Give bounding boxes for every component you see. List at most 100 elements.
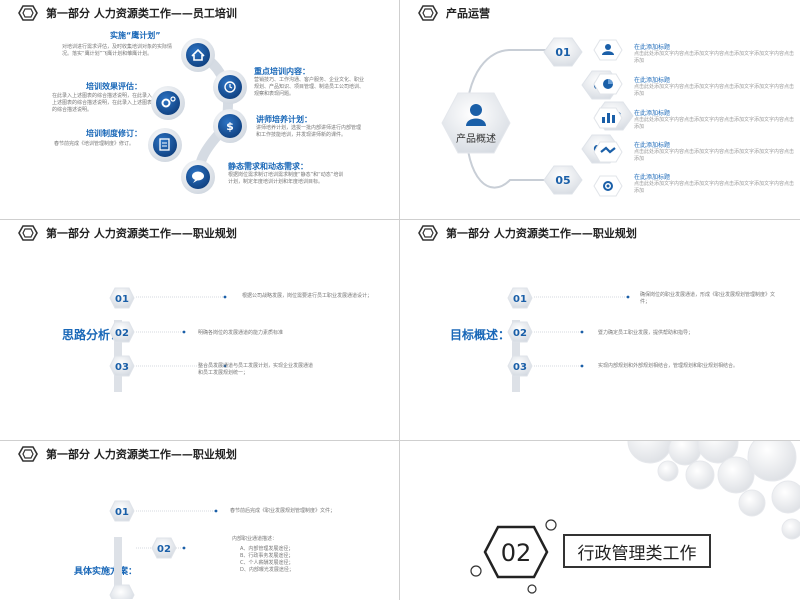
training-label-3: 培训制度修订： xyxy=(86,129,142,138)
training-text-5: 讲师培养计划，选拔一批内部讲师进行内部管理和工作技能培训，并发现讲师新的课件。 xyxy=(256,125,362,138)
people-icon xyxy=(593,39,623,61)
svg-text:01: 01 xyxy=(513,294,527,305)
slide-career-plan[interactable]: 第一部分 人力资源类工作——职业规划 具体实施方案： 01 02 春节前后完成《… xyxy=(0,441,399,600)
hexagon-icon xyxy=(418,5,438,21)
slide-title: 产品运营 xyxy=(418,5,490,21)
slide-training[interactable]: 第一部分 人力资源类工作——员工培训 实施“鹰计划” 对培训进行需求评估，及时收… xyxy=(0,0,399,219)
bar-chart-icon xyxy=(593,107,623,129)
career2-text-1: 确保岗位的职业发展通道，形成《职业发展规划管理制度》文件； xyxy=(640,292,776,305)
hexagon-icon xyxy=(18,5,38,21)
section-title: 行政管理类工作 xyxy=(577,543,697,564)
product-heading-3: 在此添加标题 xyxy=(634,110,671,117)
training-diagram: $ xyxy=(148,38,247,194)
product-heading-2: 在此添加标题 xyxy=(634,77,671,84)
career2-diagram: 01 02 03 xyxy=(507,287,630,392)
hex-03: 03 xyxy=(507,355,533,377)
section-number-hexagon: 02 xyxy=(470,519,557,594)
training-label-2: 培训效果评估： xyxy=(86,82,142,91)
career2-label: 目标概述： xyxy=(450,328,511,342)
hex-02: 02 xyxy=(109,321,135,343)
slide-section-02[interactable]: 02 行政管理类工作 xyxy=(400,441,800,600)
career3-diagram: 01 02 xyxy=(109,500,218,599)
product-icon-column xyxy=(593,39,623,197)
settings-icon xyxy=(593,175,623,197)
career2-text-2: 暨力确定员工职业发展，提供帮助和指导； xyxy=(598,330,694,336)
slide-career-analysis[interactable]: 第一部分 人力资源类工作——职业规划 思路分析： 01 02 03 根据公司战略… xyxy=(0,220,399,440)
hexagon-icon xyxy=(418,225,438,241)
career3-text-2: 内部职业通道描述： xyxy=(232,536,278,542)
training-label-6: 静态需求和动态需求： xyxy=(228,162,308,171)
product-text-2: 点击此处添加文字内容点击添加文字内容点击添加文字添加文字内容点击添加 xyxy=(634,84,795,97)
slide-title: 第一部分 人力资源类工作——职业规划 xyxy=(18,225,237,241)
hex-02: 02 xyxy=(507,321,533,343)
svg-text:02: 02 xyxy=(513,328,527,339)
career1-text-1: 根据公司战略发展，岗位需要进行员工职业发展通道设计； xyxy=(242,293,373,299)
training-text-3: 春节前完成《培训管理制度》修订。 xyxy=(54,141,135,147)
svg-text:02: 02 xyxy=(115,328,129,339)
section-title-box: 行政管理类工作 xyxy=(563,534,711,568)
section-number: 02 xyxy=(501,539,532,567)
sublist-item: D、内部曝光发展途径； xyxy=(240,567,294,573)
product-item-2: 在此添加标题 点击此处添加文字内容点击添加文字内容点击添加文字添加文字内容点击添… xyxy=(634,75,794,98)
svg-text:01: 01 xyxy=(555,46,570,59)
career1-diagram: 01 02 03 xyxy=(109,287,227,392)
training-text-6: 根据岗位需求制订培训需求制度“静态”和“动态”培训计划，制定年度培训计划和年度培… xyxy=(228,172,344,185)
slide-title: 第一部分 人力资源类工作——员工培训 xyxy=(18,5,237,21)
sublist-item: B、行政事务发展途径； xyxy=(240,553,294,559)
product-item-3: 在此添加标题 点击此处添加文字内容点击添加文字内容点击添加文字添加文字内容点击添… xyxy=(634,108,794,131)
career3-text-1: 春节前后完成《职业发展规划管理制度》文件； xyxy=(230,508,336,514)
slide-title: 第一部分 人力资源类工作——职业规划 xyxy=(418,225,637,241)
slide-title: 第一部分 人力资源类工作——职业规划 xyxy=(18,446,237,462)
chat-icon xyxy=(181,160,215,194)
hex-05: 05 xyxy=(543,165,583,195)
product-text-5: 点击此处添加文字内容点击添加文字内容点击添加文字添加文字内容点击添加 xyxy=(634,181,795,194)
career3-sublist: A、内部管理发展途径； B、行政事务发展途径； C、个人薪酬发展途径； D、内部… xyxy=(240,546,360,574)
product-item-4: 在此添加标题 点击此处添加文字内容点击添加文字内容点击添加文字添加文字内容点击添… xyxy=(634,140,794,163)
svg-text:03: 03 xyxy=(115,362,129,373)
career3-label: 具体实施方案： xyxy=(74,567,138,577)
dollar-icon: $ xyxy=(213,109,247,143)
svg-text:01: 01 xyxy=(115,507,129,518)
product-heading-5: 在此添加标题 xyxy=(634,174,671,181)
hexagon-icon xyxy=(18,225,38,241)
product-item-5: 在此添加标题 点击此处添加文字内容点击添加文字内容点击添加文字添加文字内容点击添… xyxy=(634,172,794,195)
sublist-item: A、内部管理发展途径； xyxy=(240,546,294,552)
home-icon xyxy=(181,38,215,72)
training-label-4: 重点培训内容： xyxy=(254,67,310,76)
product-heading-4: 在此添加标题 xyxy=(634,142,671,149)
career1-text-3: 整合员发展通道与员工发展计划，实现企业发展通道和员工发展规划统一； xyxy=(198,363,314,376)
gear-icon xyxy=(151,86,185,120)
svg-text:01: 01 xyxy=(115,294,129,305)
hex-01: 01 xyxy=(543,37,583,67)
slide-product[interactable]: 产品运营 产品概述 01 02 xyxy=(400,0,800,219)
hex-01: 01 xyxy=(109,287,135,309)
product-text-1: 点击此处添加文字内容点击添加文字内容点击添加文字添加文字内容点击添加 xyxy=(634,51,795,64)
hex-02: 02 xyxy=(151,537,177,559)
hex-01: 01 xyxy=(109,500,135,522)
pie-chart-icon xyxy=(593,73,623,95)
sublist-item: C、个人薪酬发展途径； xyxy=(240,560,294,566)
svg-text:05: 05 xyxy=(555,174,570,187)
center-label: 产品概述 xyxy=(456,132,496,145)
career2-text-3: 实现内部规划和外部规划相结合，管理规划和职业规划相结合。 xyxy=(598,363,739,369)
product-heading-1: 在此添加标题 xyxy=(634,44,671,51)
decorative-bubbles xyxy=(627,441,800,540)
svg-text:02: 02 xyxy=(157,544,171,555)
slide-career-goals[interactable]: 第一部分 人力资源类工作——职业规划 目标概述： 01 02 03 确保岗位的职… xyxy=(400,220,800,440)
career1-text-2: 明确各岗位的发展通道的能力素质标准 xyxy=(198,330,284,336)
hexagon-icon xyxy=(18,446,38,462)
career1-label: 思路分析： xyxy=(62,328,123,342)
product-text-4: 点击此处添加文字内容点击添加文字内容点击添加文字添加文字内容点击添加 xyxy=(634,149,795,162)
document-icon xyxy=(148,128,182,162)
center-hexagon xyxy=(441,92,511,154)
svg-text:$: $ xyxy=(226,120,234,133)
svg-text:03: 03 xyxy=(513,362,527,373)
clock-icon xyxy=(213,70,247,104)
training-label-5: 讲师培养计划： xyxy=(256,115,312,124)
hex-03: 03 xyxy=(109,355,135,377)
training-text-1: 对培训进行需求评估，及时收集培训对象的实际情况。落实“鹰计划”飞鹰计划和雏鹰计划… xyxy=(62,44,173,57)
product-item-1: 在此添加标题 点击此处添加文字内容点击添加文字内容点击添加文字添加文字内容点击添… xyxy=(634,42,794,65)
product-text-3: 点击此处添加文字内容点击添加文字内容点击添加文字添加文字内容点击添加 xyxy=(634,117,795,130)
training-label-1: 实施“鹰计划” xyxy=(110,31,161,40)
training-text-4: 营销技巧、工作沟通、客户服务、企业文化、职业规划、产品知识、项目管理、制造员工公… xyxy=(254,77,365,97)
